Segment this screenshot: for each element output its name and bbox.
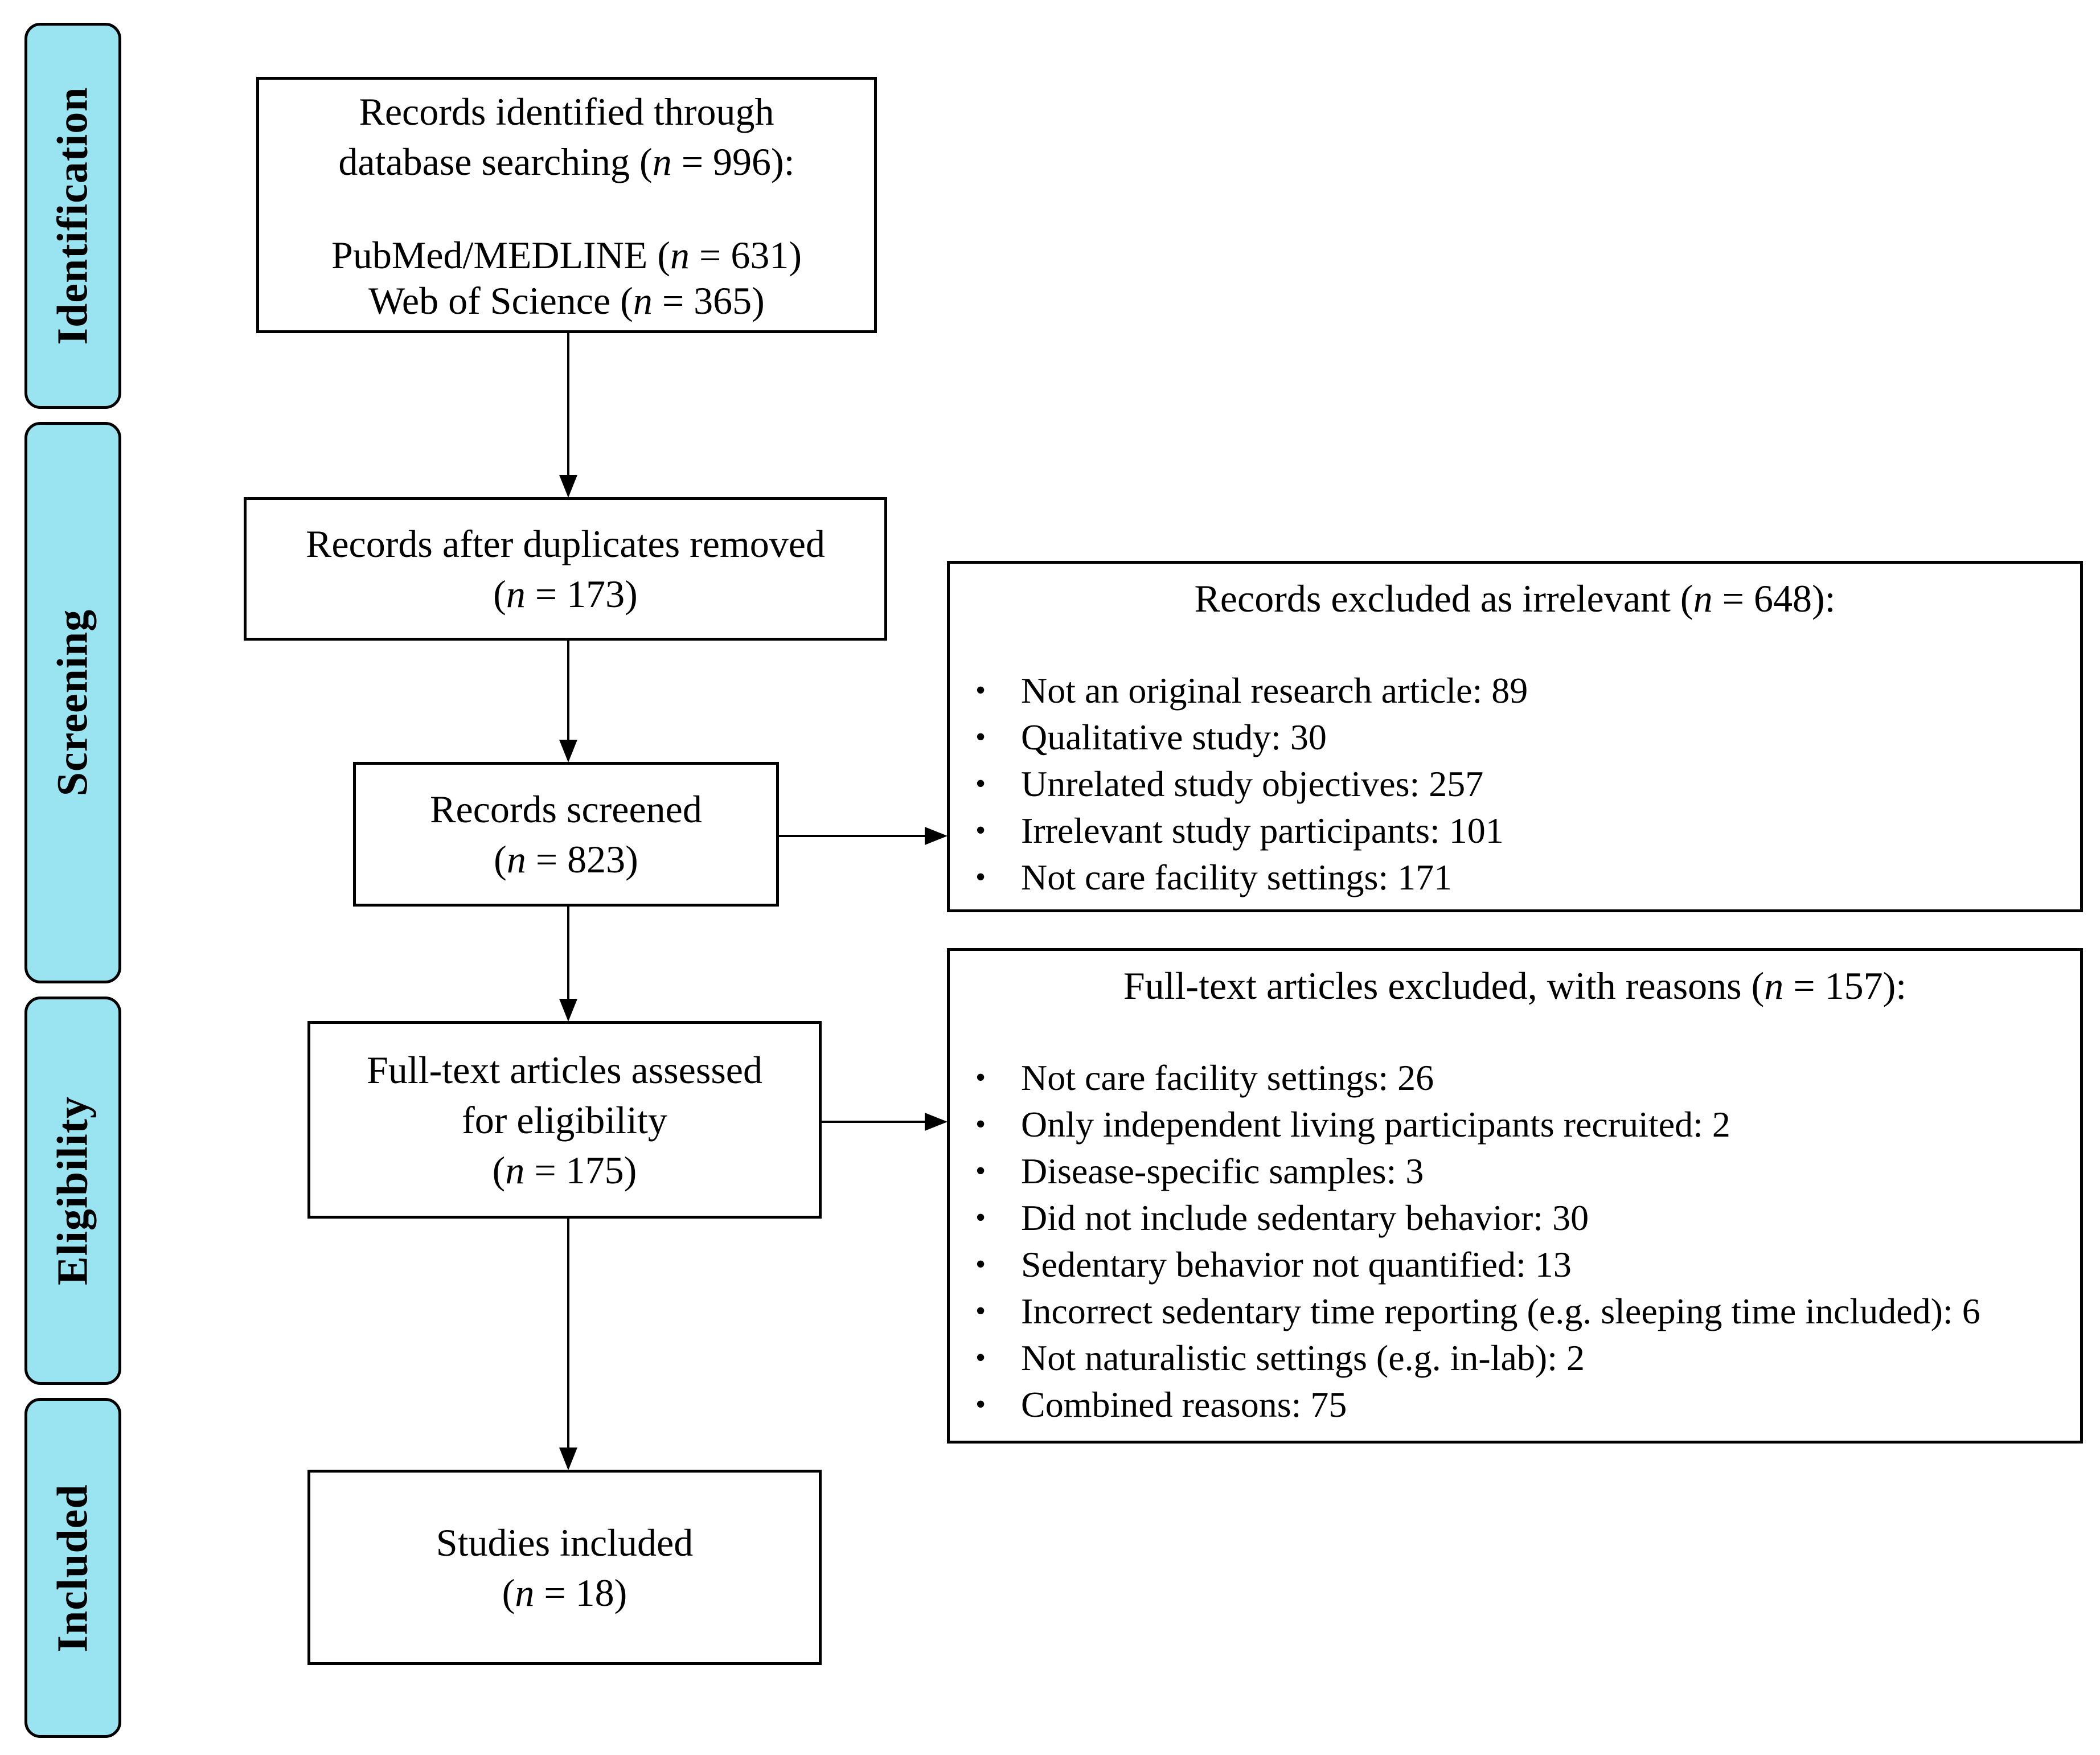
list-item: Not care facility settings: 26 (950, 1055, 2080, 1101)
box-fulltext-assessed: Full-text articles assessed for eligibil… (307, 1021, 822, 1219)
box-excluded-irrelevant: Records excluded as irrelevant (n = 648)… (947, 561, 2083, 912)
included-line1: Studies included (436, 1520, 694, 1564)
box-studies-included: Studies included (n = 18) (307, 1470, 822, 1665)
fulltext-line1: Full-text articles assessed (367, 1048, 762, 1092)
fulltext-count: (n = 175) (492, 1148, 637, 1192)
list-item: Qualitative study: 30 (950, 714, 2080, 761)
box-records-identified: Records identified through database sear… (256, 77, 877, 333)
list-item: Sedentary behavior not quantified: 13 (950, 1241, 2080, 1288)
identified-source-wos: Web of Science (n = 365) (368, 279, 765, 322)
list-item: Irrelevant study participants: 101 (950, 807, 2080, 854)
screened-line1: Records screened (430, 788, 702, 831)
duplicates-count: (n = 173) (493, 572, 638, 616)
identified-line2: database searching (n = 996): (338, 140, 795, 183)
excluded-irrelevant-title: Records excluded as irrelevant (n = 648)… (1194, 577, 1836, 620)
fulltext-excluded-title: Full-text articles excluded, with reason… (1123, 964, 1907, 1007)
list-item: Only independent living participants rec… (950, 1101, 2080, 1148)
fulltext-line2: for eligibility (462, 1098, 667, 1142)
box-records-screened: Records screened (n = 823) (353, 762, 779, 907)
phase-screening: Screening (24, 422, 121, 983)
phase-identification: Identification (24, 23, 121, 409)
list-item: Not an original research article: 89 (950, 667, 2080, 714)
list-item: Not care facility settings: 171 (950, 854, 2080, 901)
identified-line1: Records identified through (359, 90, 774, 133)
phase-included: Included (24, 1398, 121, 1738)
duplicates-line1: Records after duplicates removed (306, 522, 825, 565)
identified-source-pubmed: PubMed/MEDLINE (n = 631) (331, 233, 802, 277)
included-count: (n = 18) (502, 1571, 627, 1614)
fulltext-excluded-list: Not care facility settings: 26 Only inde… (950, 1055, 2080, 1428)
list-item: Incorrect sedentary time reporting (e.g.… (950, 1288, 2080, 1335)
phase-eligibility: Eligibility (24, 997, 121, 1385)
list-item: Unrelated study objectives: 257 (950, 761, 2080, 807)
excluded-irrelevant-list: Not an original research article: 89 Qua… (950, 667, 2080, 901)
list-item: Combined reasons: 75 (950, 1381, 2080, 1428)
box-after-duplicates: Records after duplicates removed (n = 17… (244, 497, 887, 641)
screened-count: (n = 823) (494, 838, 638, 881)
list-item: Disease-specific samples: 3 (950, 1148, 2080, 1195)
list-item: Did not include sedentary behavior: 30 (950, 1195, 2080, 1241)
box-fulltext-excluded: Full-text articles excluded, with reason… (947, 948, 2083, 1444)
list-item: Not naturalistic settings (e.g. in-lab):… (950, 1335, 2080, 1381)
